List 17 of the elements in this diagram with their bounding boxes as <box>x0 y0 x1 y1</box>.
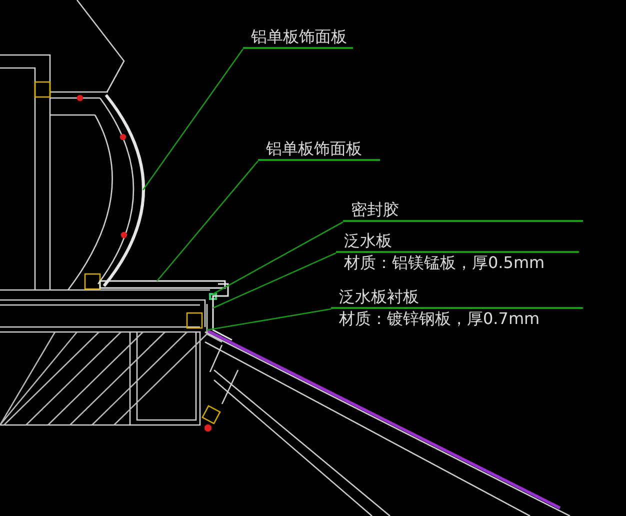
flashing-backing-plate <box>206 304 222 343</box>
callout-label: 铝单板饰面板 <box>243 27 353 49</box>
flashing-plate <box>212 283 232 341</box>
callout-label: 铝单板饰面板 <box>258 139 380 161</box>
leader-line <box>142 48 244 190</box>
leader-line <box>212 221 344 295</box>
leader-line <box>212 252 336 309</box>
horizontal-panel <box>99 280 226 289</box>
curved-panel <box>102 94 145 287</box>
leader-line <box>206 308 332 331</box>
callout-label: 密封胶 <box>343 200 583 222</box>
callout-label: 泛水板 <box>336 231 579 253</box>
material-note: 材质：镀锌钢板，厚0.7mm <box>338 309 541 329</box>
sealant-bead <box>209 293 217 300</box>
callout-label: 泛水板衬板 <box>331 287 583 309</box>
material-note: 材质：铝镁锰板，厚0.5mm <box>343 253 546 273</box>
leader-line <box>156 160 258 282</box>
